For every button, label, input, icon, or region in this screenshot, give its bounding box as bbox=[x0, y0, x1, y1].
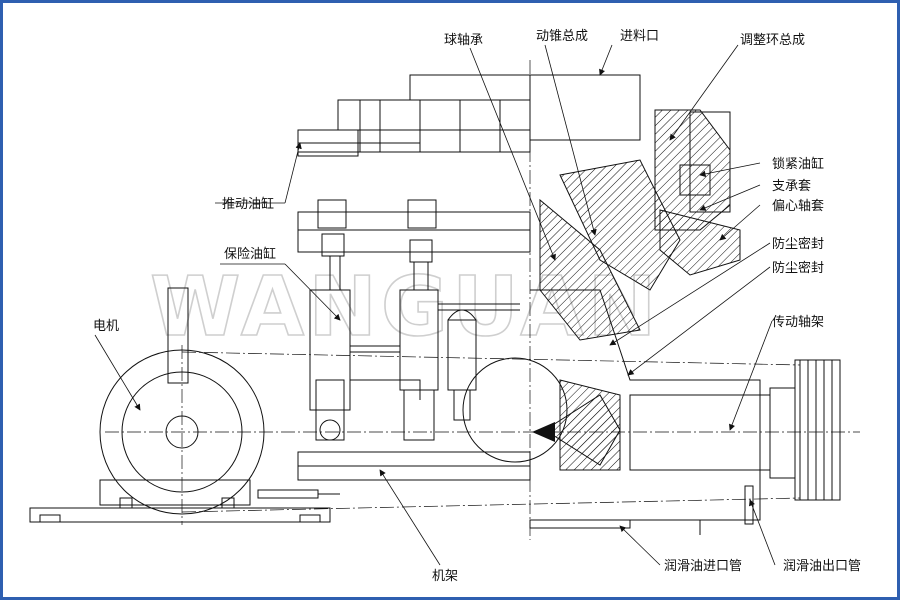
label-dust-seal-1: 防尘密封 bbox=[772, 236, 824, 252]
label-motor: 电机 bbox=[93, 319, 119, 334]
label-moving-cone-assembly: 动锥总成 bbox=[536, 29, 588, 44]
label-adjusting-ring-assembly: 调整环总成 bbox=[740, 33, 805, 48]
right-section bbox=[529, 74, 841, 535]
belt bbox=[181, 351, 801, 513]
leader-lines bbox=[94, 44, 776, 566]
label-safety-cylinder: 保险油缸 bbox=[224, 246, 276, 262]
label-support-sleeve: 支承套 bbox=[772, 178, 811, 194]
motor bbox=[29, 287, 340, 525]
label-push-cylinder: 推动油缸 bbox=[222, 196, 274, 212]
label-locking-cylinder: 锁紧油缸 bbox=[772, 156, 824, 172]
label-frame: 机架 bbox=[432, 569, 458, 584]
label-feed-inlet: 进料口 bbox=[620, 29, 659, 44]
label-lube-oil-inlet: 润滑油进口管 bbox=[664, 559, 742, 574]
label-eccentric-bushing: 偏心轴套 bbox=[772, 198, 824, 214]
label-ball-bearing: 球轴承 bbox=[444, 33, 483, 48]
label-dust-seal-2: 防尘密封 bbox=[772, 260, 824, 276]
label-drive-shaft-frame: 传动轴架 bbox=[772, 315, 824, 330]
detail-circle bbox=[462, 357, 568, 463]
left-frame bbox=[297, 74, 531, 481]
label-lube-oil-outlet: 润滑油出口管 bbox=[783, 559, 861, 574]
